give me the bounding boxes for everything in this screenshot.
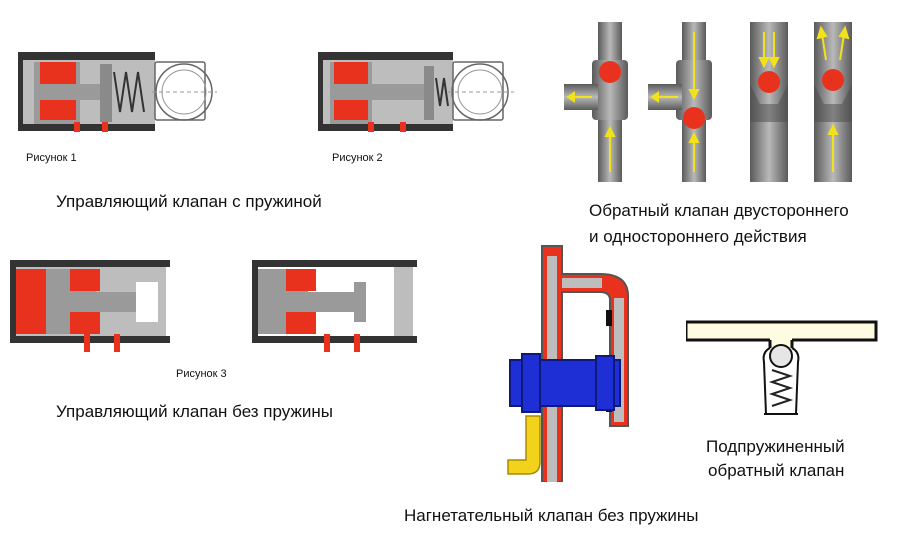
caption-check-valve-line1: Обратный клапан двустороннего	[589, 201, 849, 220]
control-valve-without-spring-fig3-left	[10, 260, 170, 352]
caption-spring-check-line1: Подпружиненный	[706, 437, 845, 456]
control-valve-without-spring-fig3-right	[252, 260, 417, 352]
control-valve-with-spring-fig2	[318, 52, 514, 132]
spring-loaded-check-valve	[686, 320, 878, 415]
fig3-label: Рисунок 3	[176, 368, 227, 380]
caption-spring-check-line2: обратный клапан	[708, 461, 845, 480]
fig1-label: Рисунок 1	[26, 152, 77, 164]
caption-spring-valve: Управляющий клапан с пружиной	[56, 192, 322, 211]
fig2-label: Рисунок 2	[332, 152, 383, 164]
caption-check-valve-line2: и одностороннего действия	[589, 227, 807, 246]
control-valve-with-spring-fig1	[18, 52, 217, 132]
discharge-valve-without-spring	[507, 245, 629, 482]
check-valves-double-single	[564, 22, 852, 182]
caption-discharge-valve: Нагнетательный клапан без пружины	[404, 506, 699, 525]
caption-no-spring-valve: Управляющий клапан без пружины	[56, 402, 333, 421]
